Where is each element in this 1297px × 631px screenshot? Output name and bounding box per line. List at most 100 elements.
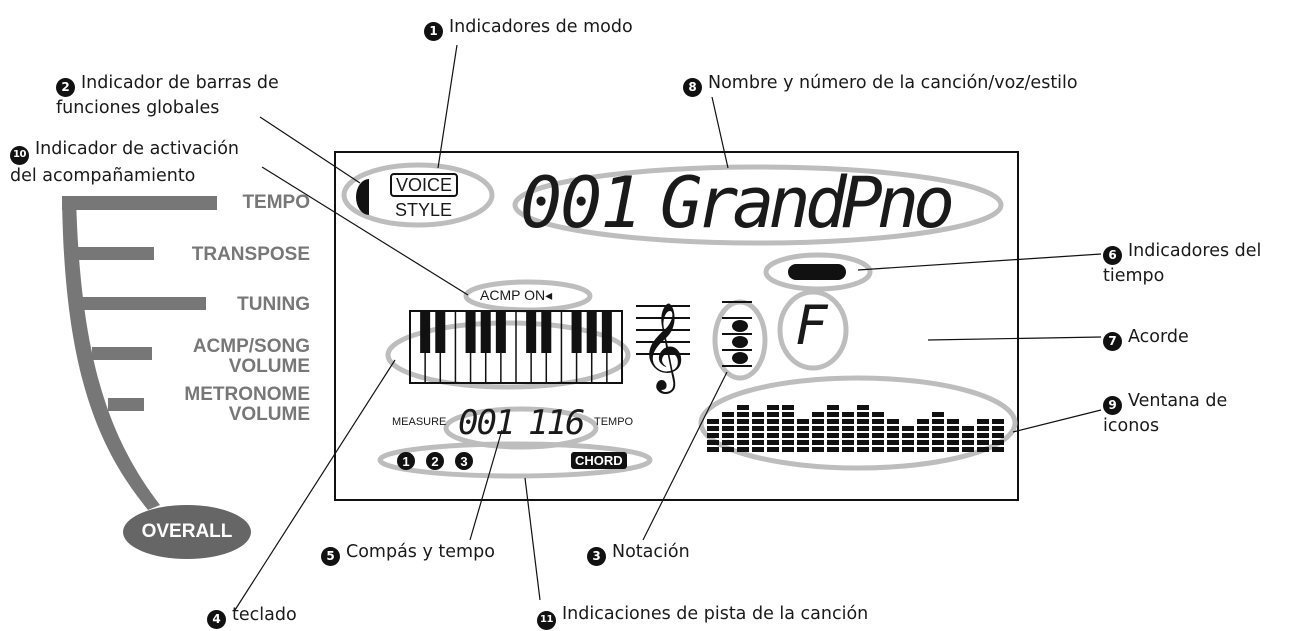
- icon-segment: [917, 447, 929, 452]
- icon-segment: [707, 447, 719, 452]
- icon-segment: [902, 447, 914, 452]
- icon-segment: [767, 440, 779, 445]
- icon-segment: [962, 433, 974, 438]
- callout-number: 11: [537, 610, 556, 630]
- treble-clef-icon: 𝄞: [640, 301, 685, 394]
- icon-segment: [932, 433, 944, 438]
- callout-song-track-indicators: 11 Indicaciones de pista de la canción: [537, 603, 868, 630]
- icon-segment: [857, 412, 869, 417]
- icon-segment: [992, 433, 1004, 438]
- chord-name-display: F: [795, 294, 828, 357]
- icon-segment: [842, 440, 854, 445]
- icon-segment: [857, 419, 869, 424]
- keyboard-keys: [420, 311, 612, 383]
- black-key: [420, 311, 431, 353]
- song-number-display: 001: [520, 162, 642, 244]
- acmp-on-label: ACMP ON: [480, 287, 546, 303]
- icon-segment: [842, 426, 854, 431]
- icon-segment: [872, 419, 884, 424]
- measure-value: 001: [458, 403, 515, 443]
- chord-track-indicator: CHORD: [571, 452, 627, 469]
- icon-segment: [752, 433, 764, 438]
- notation-staff: [636, 301, 752, 367]
- icon-segment: [917, 426, 929, 431]
- callout-text: Notación: [612, 542, 690, 562]
- icon-segment: [737, 412, 749, 417]
- icon-segment: [992, 440, 1004, 445]
- icon-segment: [812, 412, 824, 417]
- tempo-value: 116: [528, 403, 585, 443]
- icon-segment: [872, 447, 884, 452]
- icon-segment: [827, 419, 839, 424]
- overall-label: OVERALL: [123, 505, 251, 559]
- icon-segment: [797, 419, 809, 424]
- lcd-frame: [334, 151, 1019, 501]
- icon-segment: [827, 433, 839, 438]
- icon-segment: [962, 440, 974, 445]
- icon-segment: [932, 440, 944, 445]
- icon-segment: [767, 419, 779, 424]
- icon-segment: [872, 440, 884, 445]
- icon-segment: [737, 405, 749, 410]
- tree-bar-acmp: [92, 347, 152, 360]
- icon-segment: [932, 412, 944, 417]
- tree-trunk: [62, 196, 160, 510]
- icon-segment: [917, 433, 929, 438]
- black-key: [465, 311, 476, 353]
- icon-segment: [812, 447, 824, 452]
- callout-text: tiempo: [1103, 265, 1165, 286]
- callout-number: 8: [683, 77, 702, 97]
- icon-segment: [977, 419, 989, 424]
- icon-segment: [827, 405, 839, 410]
- icon-segment: [782, 419, 794, 424]
- icon-segment: [767, 433, 779, 438]
- track-2-indicator: 2: [426, 452, 444, 470]
- icon-segment: [722, 433, 734, 438]
- icon-segment: [947, 426, 959, 431]
- callout-text: Acorde: [1128, 327, 1189, 347]
- icon-segment: [887, 426, 899, 431]
- callout-number: 9: [1103, 395, 1122, 415]
- icon-segment: [797, 440, 809, 445]
- icon-segment: [827, 440, 839, 445]
- callout-number: 7: [1103, 331, 1122, 351]
- icon-segment: [737, 433, 749, 438]
- callout-chord: 7 Acorde: [1103, 326, 1189, 351]
- icon-segment: [962, 426, 974, 431]
- track-1-indicator: 1: [397, 452, 415, 470]
- icon-segment: [842, 433, 854, 438]
- icon-segment: [707, 426, 719, 431]
- tree-bar-metronome: [108, 398, 144, 411]
- line-c4: [234, 359, 396, 611]
- icon-segment: [752, 426, 764, 431]
- tree-bar-tempo: [62, 196, 217, 210]
- gf-tuning: TUNING: [237, 294, 310, 315]
- gf-tempo: TEMPO: [242, 192, 310, 213]
- icon-segment: [962, 447, 974, 452]
- icon-segment: [812, 440, 824, 445]
- icon-segment: [722, 447, 734, 452]
- callout-text: Indicaciones de pista de la canción: [562, 604, 869, 624]
- callout-number: 2: [56, 77, 75, 97]
- gf-acmp-song-volume: ACMP/SONG VOLUME: [192, 336, 310, 377]
- icon-segment: [782, 440, 794, 445]
- tree-bar-transpose: [76, 247, 154, 260]
- icon-segment: [737, 426, 749, 431]
- icon-segment: [797, 447, 809, 452]
- icon-segment: [977, 440, 989, 445]
- callout-text: Compás y tempo: [346, 542, 495, 562]
- highlight-mode: [341, 162, 495, 228]
- icon-segment: [932, 426, 944, 431]
- icon-segment: [752, 419, 764, 424]
- style-indicator: STYLE: [395, 200, 453, 220]
- icon-segment: [752, 412, 764, 417]
- icon-segment: [857, 447, 869, 452]
- line-c11: [524, 477, 541, 601]
- icon-segment: [947, 433, 959, 438]
- tempo-label: TEMPO: [594, 416, 634, 428]
- song-name-display: GrandPno: [660, 162, 955, 244]
- icon-segment: [902, 440, 914, 445]
- icon-segment: [722, 440, 734, 445]
